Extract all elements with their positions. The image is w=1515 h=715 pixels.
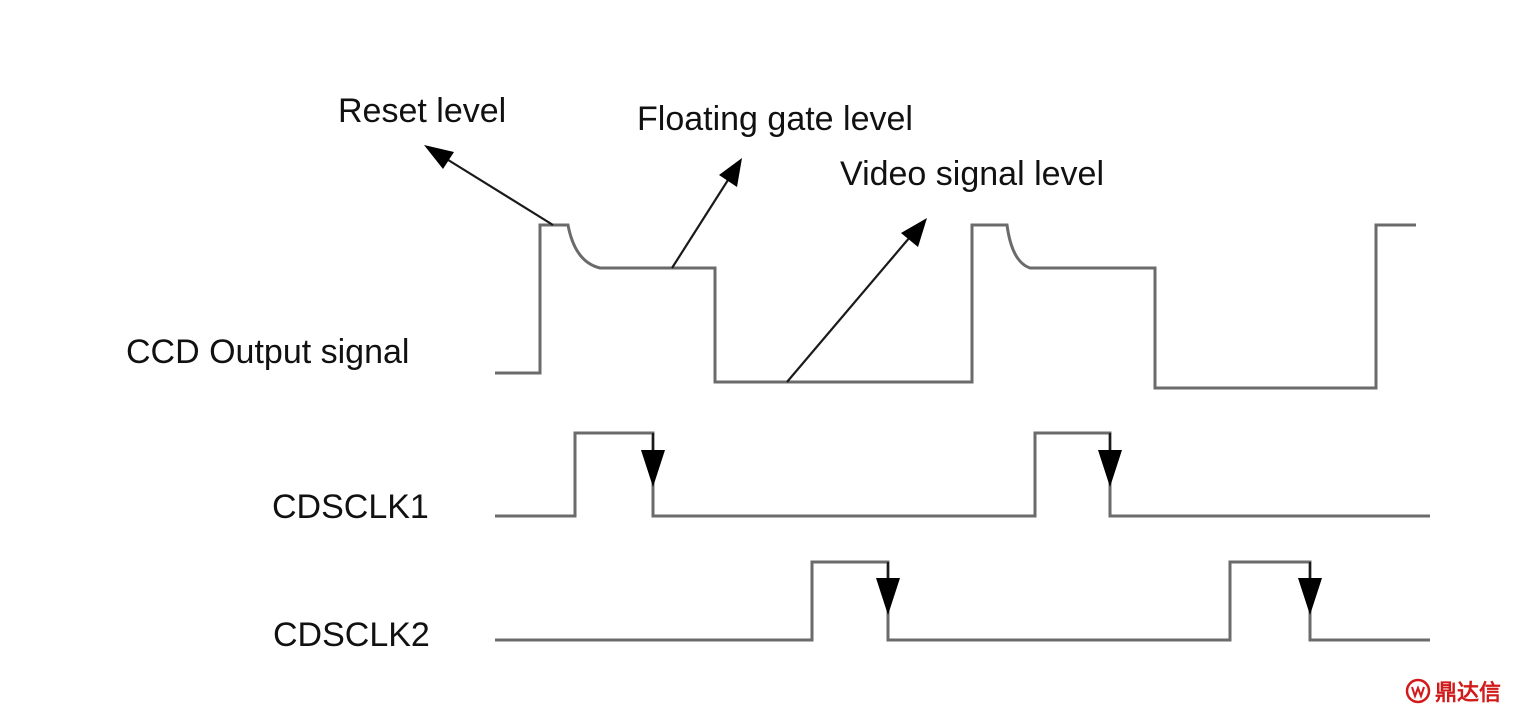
brand-logo-icon — [1405, 678, 1431, 704]
cdsclk1-sample-arrow — [1098, 433, 1122, 487]
video-signal-level-callout — [786, 218, 927, 383]
watermark: 鼎达信 — [1405, 675, 1501, 707]
watermark-text: 鼎达信 — [1434, 681, 1501, 706]
ccd-output-waveform — [495, 223, 1416, 390]
video-signal-level-label: Video signal level — [840, 155, 1104, 193]
cdsclk1-sample-arrow — [641, 433, 665, 487]
floating-gate-level-callout — [671, 158, 742, 269]
cdsclk2-sample-arrow — [876, 562, 900, 615]
cdsclk1-label: CDSCLK1 — [272, 488, 429, 526]
cdsclk2-sample-arrow — [1298, 562, 1322, 615]
cdsclk2-label: CDSCLK2 — [273, 616, 430, 654]
cdsclk2-waveform — [495, 560, 1430, 642]
reset-level-label: Reset level — [338, 92, 506, 130]
cdsclk1-waveform — [495, 431, 1430, 518]
ccd-output-signal-label: CCD Output signal — [126, 333, 409, 371]
reset-level-callout — [424, 145, 554, 226]
floating-gate-level-label: Floating gate level — [637, 100, 913, 138]
